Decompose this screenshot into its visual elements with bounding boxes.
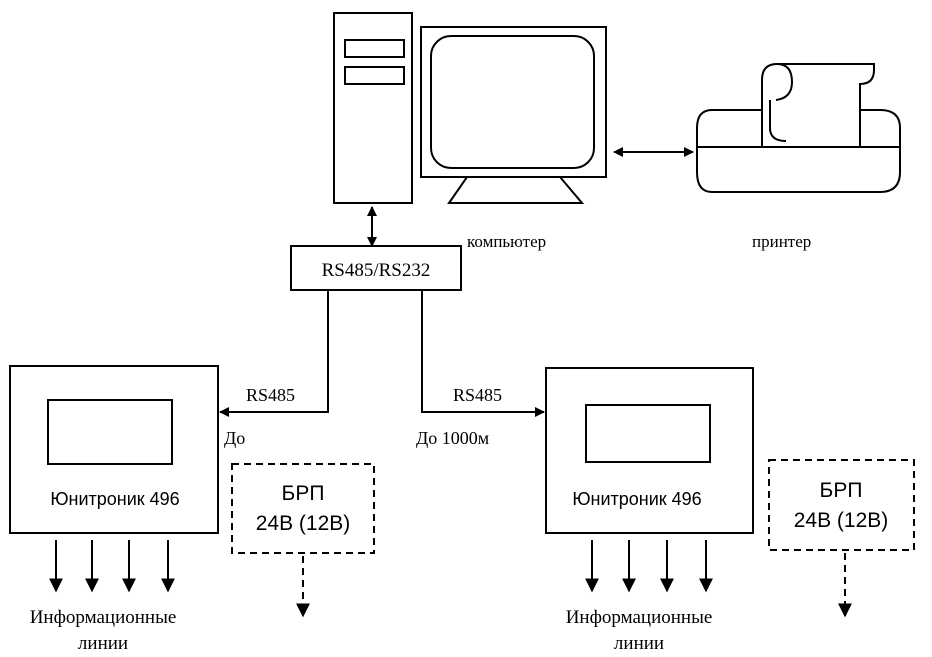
printer-label: принтер <box>752 232 811 251</box>
rs485-right-arrow <box>421 290 545 417</box>
printer-icon <box>696 63 901 193</box>
rs485-right-label: RS485 <box>453 385 502 405</box>
info-lines-left-label-1: Информационные <box>30 607 177 628</box>
info-lines-right-arrows <box>585 540 713 593</box>
rs485-left-arrow <box>219 290 329 417</box>
device-left-name: Юнитроник 496 <box>50 489 179 509</box>
device-right: Юнитроник 496 <box>545 367 754 534</box>
info-lines-right-label-1: Информационные <box>566 607 713 628</box>
psu-right-label-2: 24В (12В) <box>794 509 889 532</box>
computer-tower-icon <box>333 12 413 204</box>
psu-left-box: БРП 24В (12В) <box>231 463 375 554</box>
psu-left-label-1: БРП <box>282 482 325 505</box>
converter-label: RS485/RS232 <box>322 260 431 281</box>
device-left: Юнитроник 496 <box>9 365 219 534</box>
psu-right-box: БРП 24В (12В) <box>768 459 915 551</box>
computer-label: компьютер <box>467 232 546 251</box>
converter-box: RS485/RS232 <box>290 245 462 291</box>
info-lines-left-arrows <box>49 540 175 593</box>
info-lines-right-label-2: линии <box>614 633 664 654</box>
psu-left-label-2: 24В (12В) <box>256 512 351 535</box>
rs485-left-label: RS485 <box>246 385 295 405</box>
psu-right-label-1: БРП <box>820 479 863 502</box>
computer-monitor-icon <box>420 26 607 204</box>
distance-left-label: До <box>224 428 245 448</box>
device-right-name: Юнитроник 496 <box>572 489 701 509</box>
distance-right-label: До 1000м <box>416 428 489 448</box>
info-lines-left-label-2: линии <box>78 633 128 654</box>
